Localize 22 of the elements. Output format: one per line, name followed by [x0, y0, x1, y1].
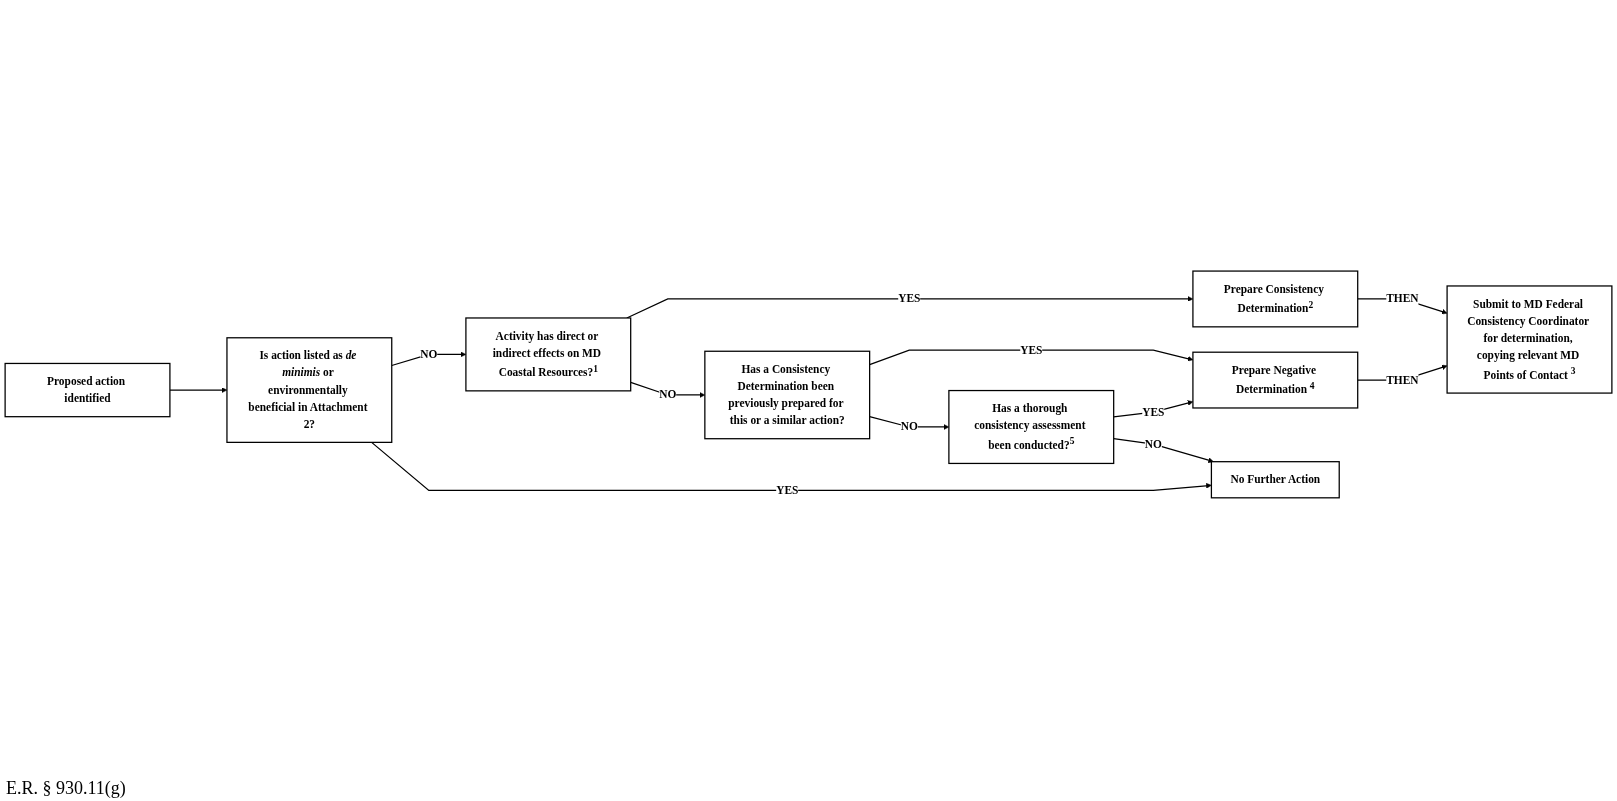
edge-label: YES: [1142, 405, 1165, 419]
edge-label: NO: [900, 420, 918, 434]
node-box: No Further Action: [1210, 461, 1340, 499]
edge-label: NO: [659, 388, 677, 401]
node-box: Proposed action identified: [4, 362, 171, 418]
edge-label: YES: [1020, 343, 1043, 357]
edge-label: YES: [898, 292, 921, 305]
footnote-text: E.R. § 930.11(g): [6, 778, 126, 799]
node-box: Prepare Consistency Determination$^{2}$: [1192, 270, 1359, 328]
node-box: Prepare Negative Determination $^{4}$: [1192, 351, 1359, 409]
node-box: Activity has direct or indirect effects on MD Coastal Resources?$^{1}$: [465, 317, 632, 392]
arrow: [371, 441, 1212, 491]
edge-label: YES: [776, 483, 799, 497]
node-box: Submit to MD Federal Consistency Coordinator for determination, copying relevant MD Points of Contact $^{3}$: [1446, 285, 1613, 394]
node-box: Is action listed as de minimis or environmentally beneficial in Attachment 2?: [226, 337, 393, 443]
edge-label: THEN: [1386, 292, 1419, 305]
node-box: Has a Consistency Determination been previously prepared for this or a similar action?: [704, 350, 871, 440]
arrow: [1113, 437, 1214, 463]
node-box: Has a thorough consistency assessment been conducted?$^{5}$: [948, 389, 1115, 465]
edge-label: THEN: [1386, 373, 1419, 387]
edge-label: NO: [420, 347, 438, 361]
edge-label: NO: [1144, 437, 1162, 451]
